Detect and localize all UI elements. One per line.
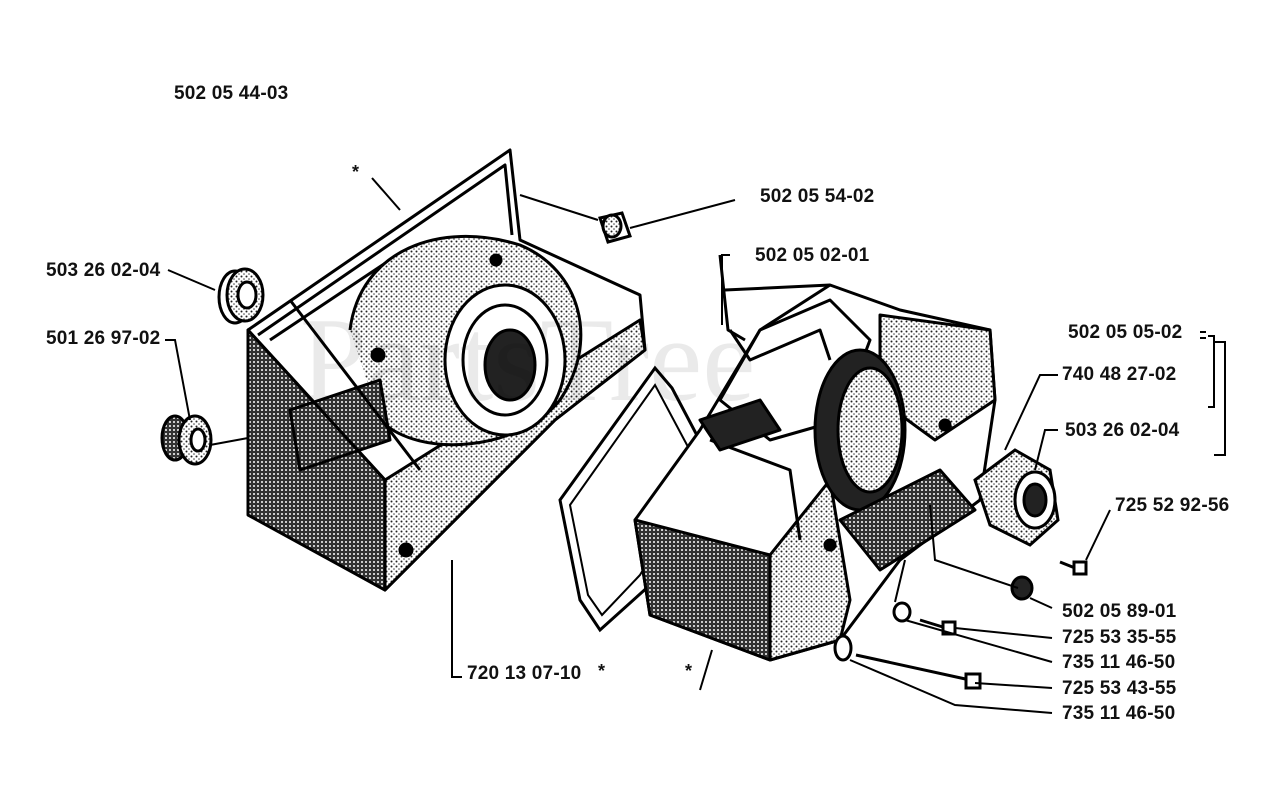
label-screw-cover: 725 52 92-56 [1115,495,1230,516]
dash-marks [1200,331,1206,339]
crankcase-left-half [246,148,647,592]
label-bearing-right: 503 26 02-04 [1065,420,1180,441]
leader-lines [165,177,1226,714]
crankcase-right-half [633,254,997,662]
cover-part [973,448,1060,547]
plug-part [598,211,632,244]
label-seal-left: 501 26 97-02 [46,328,161,349]
bearing-left-part [217,267,265,325]
label-top-left: 502 05 44-03 [174,83,289,104]
label-cover-group: 502 05 05-02 [1068,322,1183,343]
label-washer-1: 735 11 46-50 [1062,652,1176,673]
label-washer-2: 735 11 46-50 [1062,703,1176,724]
label-screw-long: 725 53 43-55 [1062,678,1177,699]
label-bearing-left: 503 26 02-04 [46,260,161,281]
watermark: PartsTree [300,293,756,426]
label-bracket: 502 05 89-01 [1062,601,1177,622]
seal-left-part [160,414,213,466]
label-crankcase-bottom: 720 13 07-10 [467,663,582,684]
label-plug: 502 05 54-02 [760,186,875,207]
label-gasket: 502 05 02-01 [755,245,870,266]
hardware-parts [833,560,1088,690]
label-screw-short: 725 53 35-55 [1062,627,1177,648]
star-bottom-mid: * [685,661,693,681]
label-cover-seal: 740 48 27-02 [1062,364,1177,385]
star-crankcase-bottom: * [598,661,606,681]
star-top: * [352,162,360,182]
